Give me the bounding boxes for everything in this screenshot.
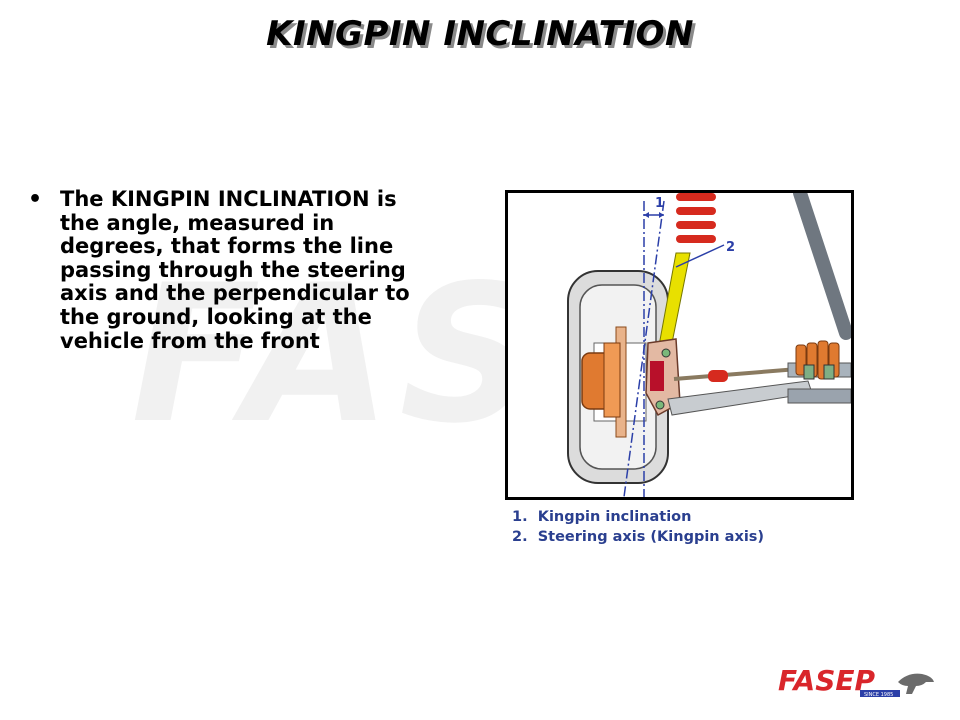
svg-text:FASEP: FASEP (778, 664, 875, 697)
hub-shape (581, 326, 627, 438)
suspension-diagram: 1 2 (505, 190, 854, 500)
steering-axis-line (623, 200, 665, 497)
caption-item: 2. Steering axis (Kingpin axis) (512, 529, 765, 545)
callout-2: 2 (675, 240, 735, 268)
svg-text:2: 2 (726, 240, 735, 255)
slide-title: KINGPIN INCLINATION (266, 14, 694, 54)
bullet-point-icon: • (28, 187, 43, 212)
bullet-text: The KINGPIN INCLINATION is the angle, me… (60, 187, 410, 353)
svg-text:1: 1 (655, 196, 664, 211)
steering-rack-shape (787, 340, 851, 404)
knuckle-shape (645, 338, 681, 417)
figure-caption: 1. Kingpin inclination 2. Steering axis … (512, 507, 764, 547)
bullet-item: • The KINGPIN INCLINATION is the angle, … (28, 187, 420, 353)
upper-arm-shape (793, 193, 851, 340)
caption-item: 1. Kingpin inclination (512, 509, 692, 525)
strut-shape (657, 193, 716, 354)
fasep-logo: FASEP SINCE 1985 (778, 664, 934, 698)
jaguar-icon (898, 673, 934, 694)
svg-text:SINCE 1985: SINCE 1985 (864, 692, 893, 698)
callout-1: 1 (644, 196, 664, 218)
tie-rod-shape (673, 367, 799, 382)
